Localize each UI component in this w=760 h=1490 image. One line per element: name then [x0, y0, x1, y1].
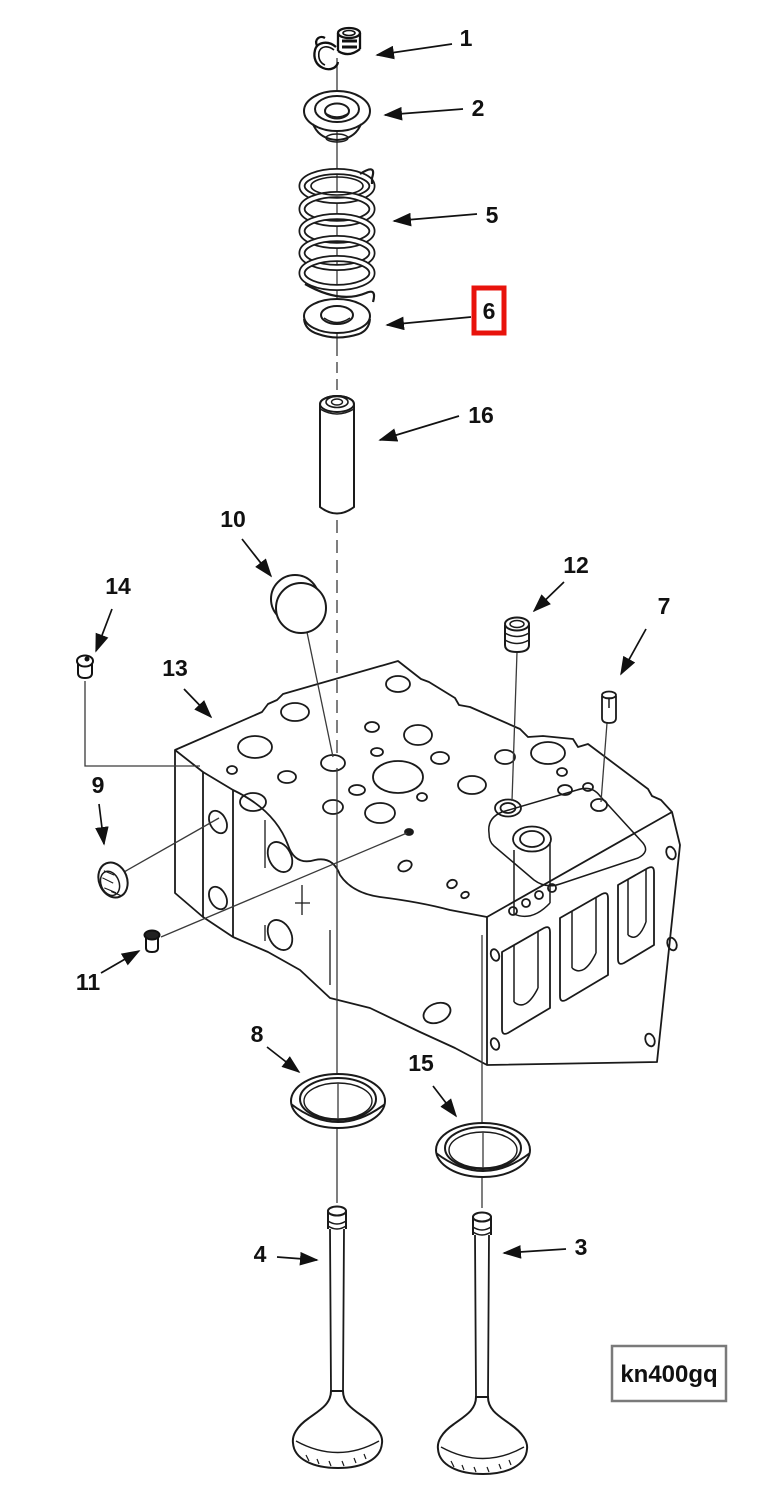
callout-label-4[interactable]: 4 — [254, 1241, 267, 1267]
callout-arrow-10 — [241, 538, 273, 578]
callout-label-6[interactable]: 6 — [483, 298, 496, 324]
callout-arrow-1 — [375, 43, 453, 60]
callout-label-5[interactable]: 5 — [486, 202, 499, 228]
callout-label-13[interactable]: 13 — [162, 655, 188, 681]
callout-label-8[interactable]: 8 — [251, 1021, 264, 1047]
cup-plug — [270, 574, 327, 634]
valve-collet — [313, 26, 362, 71]
cylinder-head — [174, 660, 681, 1066]
intake-valve — [291, 1205, 384, 1469]
callout-arrow-14 — [95, 608, 113, 653]
callout-arrow-6 — [385, 316, 472, 331]
callout-arrow-5 — [392, 212, 478, 227]
sealing-plug — [76, 654, 94, 680]
callout-arrow-15 — [432, 1085, 458, 1118]
callout-label-9[interactable]: 9 — [92, 772, 105, 798]
callout-label-12[interactable]: 12 — [563, 552, 589, 578]
callout-arrow-4 — [276, 1251, 319, 1266]
valve-guide — [319, 395, 355, 515]
callout-label-11[interactable]: 11 — [76, 969, 101, 995]
callout-arrow-2 — [383, 106, 464, 121]
valve-seat-intake — [290, 1073, 386, 1129]
callout-label-15[interactable]: 15 — [408, 1050, 434, 1076]
image-code-box: kn400gq — [610, 1344, 728, 1403]
spring-seat-washer — [303, 298, 371, 339]
cap-nut — [143, 929, 161, 954]
callout-arrow-9 — [95, 803, 109, 846]
threaded-plug — [504, 616, 530, 654]
callout-label-16[interactable]: 16 — [468, 402, 494, 428]
callout-arrow-16 — [378, 415, 460, 442]
callout-arrow-12 — [532, 581, 565, 613]
callout-arrow-11 — [100, 950, 141, 974]
callout-arrow-8 — [266, 1046, 301, 1074]
callout-arrow-13 — [183, 688, 213, 719]
callout-label-14[interactable]: 14 — [105, 573, 131, 599]
callout-arrow-3 — [502, 1245, 567, 1259]
spring-retainer — [303, 90, 371, 143]
callout-label-10[interactable]: 10 — [220, 506, 246, 532]
callout-arrow-7 — [620, 628, 647, 676]
image-code-text: kn400gq — [620, 1361, 717, 1388]
callout-label-3[interactable]: 3 — [575, 1234, 588, 1260]
callout-label-7[interactable]: 7 — [658, 593, 671, 619]
core-plug — [97, 861, 129, 899]
callout-label-1[interactable]: 1 — [460, 25, 473, 51]
callout-arrows — [95, 43, 647, 1266]
dowel-pin — [601, 690, 617, 724]
valve-spring — [298, 168, 376, 303]
valve-seat-exhaust — [435, 1122, 531, 1178]
highlight-box — [471, 285, 507, 336]
callout-label-2[interactable]: 2 — [472, 95, 485, 121]
